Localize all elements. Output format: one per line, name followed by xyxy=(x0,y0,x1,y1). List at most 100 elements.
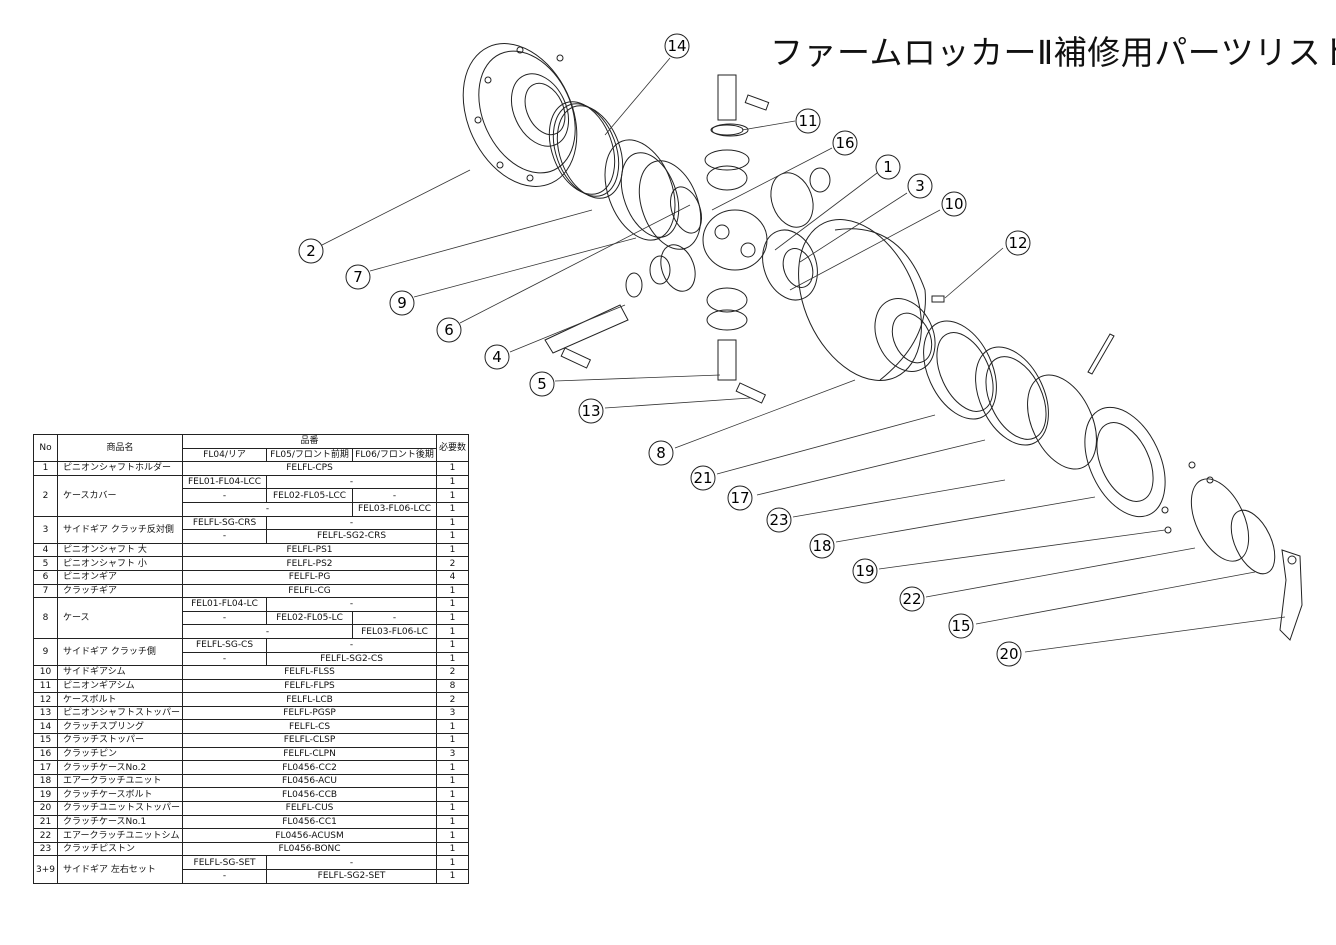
table-cell: 2 xyxy=(436,692,470,707)
table-cell: FELFL-SG-CS xyxy=(182,637,268,653)
svg-text:19: 19 xyxy=(855,562,874,580)
svg-text:7: 7 xyxy=(353,268,363,286)
table-cell: FEL01-FL04-LCC xyxy=(182,474,268,490)
clutch-gear-drawing xyxy=(604,139,680,241)
table-cell: 1 xyxy=(436,501,470,517)
table-cell: 1 xyxy=(436,610,470,626)
svg-text:13: 13 xyxy=(581,402,600,420)
product-name: エアークラッチユニットシム xyxy=(56,828,184,843)
svg-text:17: 17 xyxy=(730,489,749,507)
product-name: クラッチユニットストッパー xyxy=(56,801,184,816)
table-cell: FELFL-PGSP xyxy=(182,705,438,721)
table-cell: - xyxy=(182,488,268,503)
table-cell: FELFL-SG-CRS xyxy=(182,515,268,531)
table-cell: 3 xyxy=(436,746,470,762)
svg-text:23: 23 xyxy=(769,511,788,529)
header-required: 必要数 xyxy=(436,433,470,463)
table-cell: 1 xyxy=(436,828,470,843)
product-name: クラッチケースボルト xyxy=(56,787,184,803)
svg-text:22: 22 xyxy=(902,590,921,608)
table-cell: - xyxy=(182,651,268,667)
row-number: 11 xyxy=(33,678,58,694)
callout-17: 17 xyxy=(727,485,753,511)
svg-text:4: 4 xyxy=(492,348,502,366)
svg-text:18: 18 xyxy=(812,537,831,555)
callout-7: 7 xyxy=(345,264,371,290)
row-number: 8 xyxy=(33,597,58,639)
row-number: 23 xyxy=(33,841,58,857)
row-number: 14 xyxy=(33,719,58,735)
table-cell: 2 xyxy=(436,556,470,571)
product-name: サイドギア クラッチ反対側 xyxy=(56,515,184,544)
table-cell: FL0456-BONC xyxy=(182,841,438,857)
table-cell: FELFL-FLPS xyxy=(182,678,438,694)
table-cell: 1 xyxy=(436,773,470,789)
callout-10: 10 xyxy=(941,191,967,217)
table-cell: FEL02-FL05-LC xyxy=(266,610,354,626)
table-cell: FELFL-CLPN xyxy=(182,746,438,762)
callout-14: 14 xyxy=(664,33,690,59)
table-cell: 1 xyxy=(436,624,470,639)
table-cell: - xyxy=(182,529,268,544)
table-cell: 8 xyxy=(436,678,470,694)
row-number: 18 xyxy=(33,773,58,789)
table-cell: 1 xyxy=(436,474,470,490)
product-name: サイドギアシム xyxy=(56,665,184,680)
product-name: クラッチケースNo.2 xyxy=(56,760,184,775)
table-cell: FELFL-PS2 xyxy=(182,556,438,571)
table-cell: - xyxy=(266,637,438,653)
callout-18: 18 xyxy=(809,533,835,559)
svg-text:21: 21 xyxy=(693,469,712,487)
table-cell: FELFL-PS1 xyxy=(182,542,438,558)
callout-20: 20 xyxy=(996,641,1022,667)
product-name: ピニオンシャフトホルダー xyxy=(56,461,184,476)
table-cell: - xyxy=(182,501,354,517)
table-row: -FEL02-FL05-LCC-1 xyxy=(34,488,470,503)
callout-23: 23 xyxy=(766,507,792,533)
row-number: 9 xyxy=(33,637,58,667)
product-name: ケースカバー xyxy=(56,474,184,517)
table-cell: FELFL-SG-SET xyxy=(182,855,268,870)
table-cell: 1 xyxy=(436,801,470,816)
table-cell: FELFL-CPS xyxy=(182,461,438,476)
product-name: ピニオンギア xyxy=(56,569,184,585)
table-cell: FEL03-FL06-LC xyxy=(352,624,438,639)
header-fl06: FL06/フロント後期 xyxy=(352,447,438,463)
product-name: クラッチギア xyxy=(56,583,184,599)
header-name: 商品名 xyxy=(56,433,184,463)
row-number: 4 xyxy=(33,542,58,558)
table-cell: 1 xyxy=(436,869,470,884)
product-name: クラッチピン xyxy=(56,746,184,762)
callout-12: 12 xyxy=(1005,230,1031,256)
callout-11: 11 xyxy=(795,108,821,134)
table-cell: FELFL-LCB xyxy=(182,692,438,707)
table-cell: FEL02-FL05-LCC xyxy=(266,488,354,503)
table-cell: - xyxy=(182,869,268,884)
svg-text:14: 14 xyxy=(667,37,686,55)
table-cell: FELFL-PG xyxy=(182,569,438,585)
header-fl04: FL04/リア xyxy=(182,447,268,463)
header-part-no: 品番 xyxy=(182,434,438,449)
table-cell: FL0456-ACUSM xyxy=(182,828,438,843)
callout-21: 21 xyxy=(690,465,716,491)
svg-text:1: 1 xyxy=(883,158,893,176)
table-cell: 1 xyxy=(436,651,470,667)
table-cell: FL0456-CCB xyxy=(182,787,438,803)
svg-text:15: 15 xyxy=(951,617,970,635)
row-number: 1 xyxy=(33,461,58,476)
table-cell: - xyxy=(352,610,438,626)
product-name: エアークラッチユニット xyxy=(56,773,184,789)
